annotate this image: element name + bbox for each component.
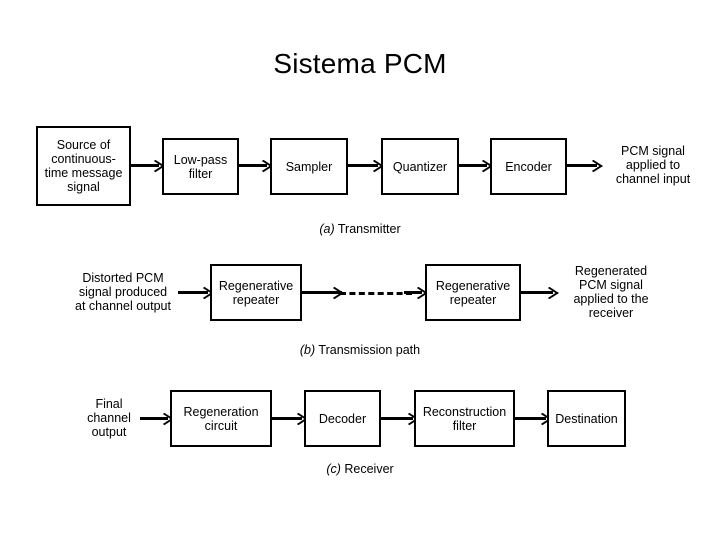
label-final-channel-output: Final channel output (87, 397, 131, 439)
block-source-of-continuous-time-message-signal[interactable]: Source of continuous- time message signa… (36, 126, 131, 206)
arrow-regeneration-to-decoder (272, 417, 302, 420)
caption-transmitter-prefix: (a) (319, 222, 335, 236)
caption-receiver: (c) Receiver (230, 462, 490, 476)
page-title: Sistema PCM (273, 48, 447, 79)
arrow-final-to-regeneration (140, 417, 168, 420)
block-low-pass-filter[interactable]: Low-pass filter (162, 138, 239, 195)
caption-transmitter-text: Transmitter (334, 222, 401, 236)
block-decoder[interactable]: Decoder (304, 390, 381, 447)
block-regenerative-repeater-1[interactable]: Regenerative repeater (210, 264, 302, 321)
block-quantizer[interactable]: Quantizer (381, 138, 459, 195)
arrow-sampler-to-quantizer (348, 164, 378, 167)
caption-receiver-prefix: (c) (326, 462, 341, 476)
caption-transmitter: (a) Transmitter (230, 222, 490, 236)
caption-receiver-text: Receiver (340, 462, 394, 476)
arrow-distorted-to-repeater-1 (178, 291, 208, 294)
caption-transmission-path-text: Transmission path (315, 343, 421, 357)
label-distorted-pcm-signal-produced-at-channel-output: Distorted PCM signal produced at channel… (75, 271, 171, 313)
dashed-path-connector (340, 292, 412, 295)
arrow-repeater-1-head (330, 291, 338, 294)
arrow-repeater-2-to-output (521, 291, 553, 294)
label-regenerated-pcm-signal-applied-to-the-receiver: Regenerated PCM signal applied to the re… (573, 264, 649, 320)
block-destination[interactable]: Destination (547, 390, 626, 447)
arrow-decoder-to-reconstruction (381, 417, 413, 420)
arrow-reconstruction-to-destination (515, 417, 546, 420)
arrow-quantizer-to-encoder (459, 164, 487, 167)
block-sampler[interactable]: Sampler (270, 138, 348, 195)
arrow-lowpass-to-sampler (239, 164, 267, 167)
arrow-dashed-to-repeater-2 (404, 291, 422, 294)
block-reconstruction-filter[interactable]: Reconstruction filter (414, 390, 515, 447)
caption-transmission-path-prefix: (b) (299, 343, 316, 357)
block-encoder[interactable]: Encoder (490, 138, 567, 195)
label-pcm-signal-applied-to-channel-input: PCM signal applied to channel input (615, 144, 691, 186)
block-regenerative-repeater-2[interactable]: Regenerative repeater (425, 264, 521, 321)
arrow-encoder-to-output (567, 164, 597, 167)
block-regeneration-circuit[interactable]: Regeneration circuit (170, 390, 272, 447)
caption-transmission-path: (b) Transmission path (230, 343, 490, 357)
arrow-repeater-1-shaft (302, 291, 342, 294)
arrow-source-to-lowpass (131, 164, 159, 167)
